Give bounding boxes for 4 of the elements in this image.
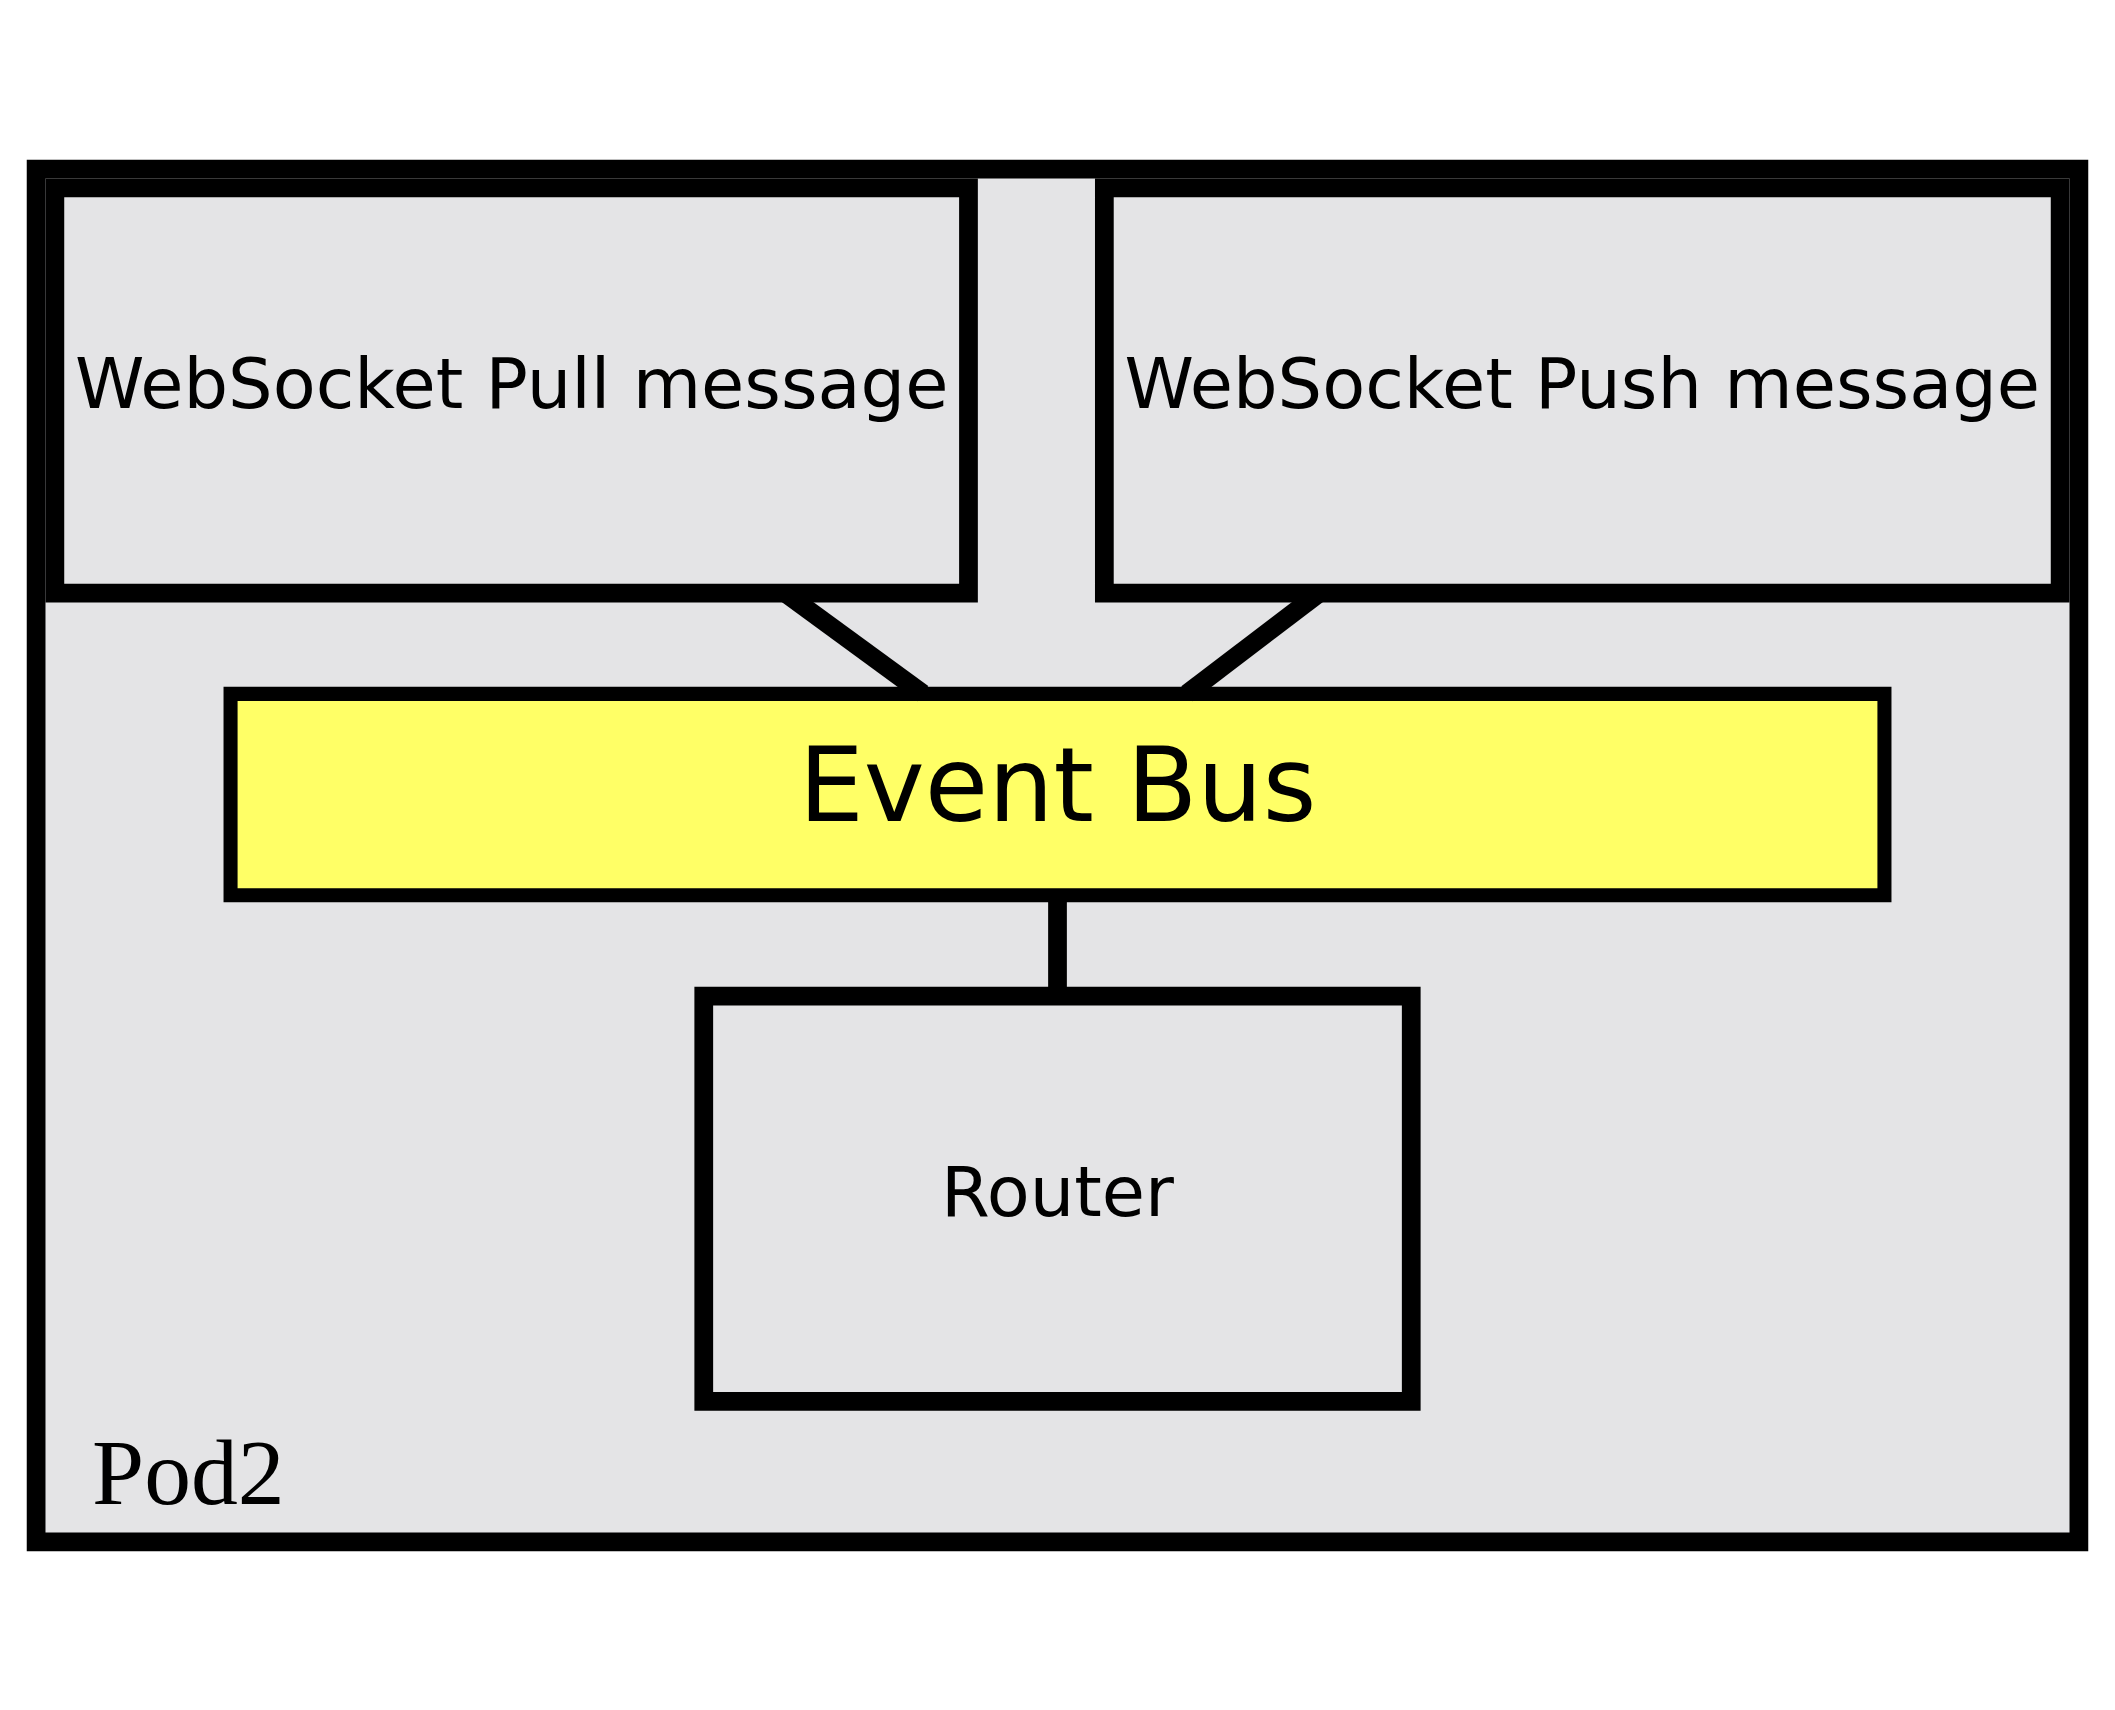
node-box: WebSocket Pull message [45,178,978,602]
node-box: Event Bus [223,686,1892,902]
node-box: Router [694,986,1421,1411]
node-box: WebSocket Push message [1095,178,2070,602]
